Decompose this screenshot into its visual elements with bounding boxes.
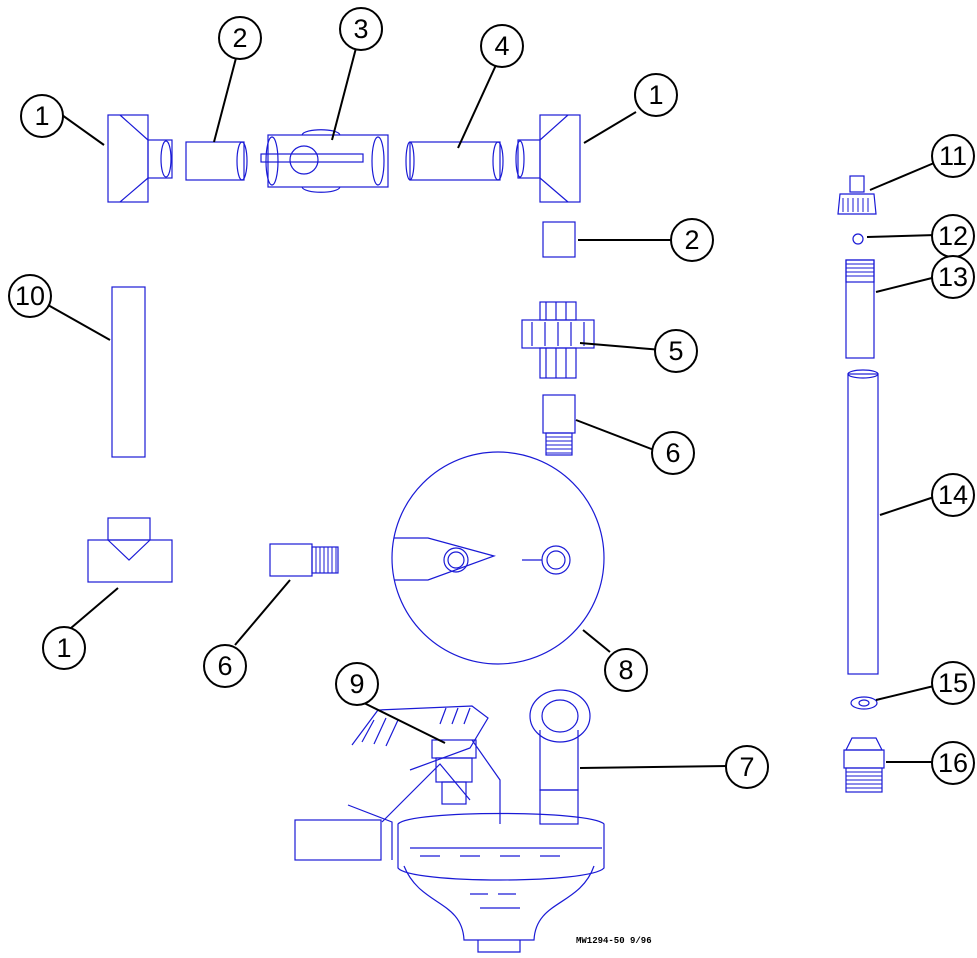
callout-6-bottom: 6 bbox=[203, 644, 247, 688]
callout-4: 4 bbox=[480, 24, 524, 68]
callout-13: 13 bbox=[931, 255, 975, 299]
svg-text:3: 3 bbox=[353, 14, 368, 44]
svg-text:6: 6 bbox=[665, 438, 680, 468]
callout-1-bottom-left: 1 bbox=[42, 626, 86, 670]
callout-15: 15 bbox=[931, 661, 975, 705]
leader-lines bbox=[47, 47, 946, 769]
injector-body bbox=[294, 705, 605, 953]
ball bbox=[852, 233, 864, 245]
ball-valve bbox=[260, 129, 389, 193]
coupling-right bbox=[542, 221, 576, 258]
callout-1-top-right: 1 bbox=[634, 73, 678, 117]
dip-tube bbox=[847, 369, 879, 675]
callout-12: 12 bbox=[931, 214, 975, 258]
male-adapter-bottom bbox=[269, 543, 339, 577]
callout-11: 11 bbox=[931, 134, 975, 178]
bushing bbox=[845, 259, 875, 359]
svg-text:9: 9 bbox=[349, 669, 364, 699]
callout-2-top: 2 bbox=[218, 16, 262, 60]
callout-10: 10 bbox=[8, 274, 52, 318]
callout-7: 7 bbox=[725, 745, 769, 789]
svg-text:14: 14 bbox=[938, 480, 968, 510]
coupling-top bbox=[185, 141, 248, 181]
tank-lid bbox=[391, 451, 605, 665]
svg-text:12: 12 bbox=[938, 221, 968, 251]
cap bbox=[837, 175, 877, 215]
svg-text:6: 6 bbox=[217, 651, 232, 681]
svg-text:1: 1 bbox=[648, 80, 663, 110]
male-adapter-right bbox=[542, 394, 576, 456]
svg-text:4: 4 bbox=[494, 31, 509, 61]
svg-text:15: 15 bbox=[938, 668, 968, 698]
svg-text:10: 10 bbox=[15, 281, 45, 311]
svg-text:2: 2 bbox=[684, 225, 699, 255]
callout-16: 16 bbox=[931, 741, 975, 785]
callout-2-right: 2 bbox=[670, 218, 714, 262]
washer bbox=[850, 696, 878, 710]
pipe-left bbox=[111, 286, 146, 458]
svg-text:1: 1 bbox=[34, 101, 49, 131]
svg-text:1: 1 bbox=[56, 633, 71, 663]
callout-14: 14 bbox=[931, 473, 975, 517]
svg-text:7: 7 bbox=[739, 752, 754, 782]
svg-text:5: 5 bbox=[668, 336, 683, 366]
callout-1-top-left: 1 bbox=[20, 94, 64, 138]
svg-text:2: 2 bbox=[232, 23, 247, 53]
callout-5: 5 bbox=[654, 329, 698, 373]
elbow-fitting bbox=[529, 689, 591, 825]
callout-3: 3 bbox=[339, 7, 383, 51]
callout-8: 8 bbox=[604, 648, 648, 692]
callout-6-right: 6 bbox=[651, 431, 695, 475]
drawing-id-label: MW1294-50 9/96 bbox=[576, 936, 652, 946]
union bbox=[521, 301, 595, 379]
svg-text:11: 11 bbox=[939, 141, 967, 171]
threaded-adapter bbox=[843, 737, 885, 793]
pipe-nipple-top bbox=[405, 141, 504, 181]
tee-bottom-left bbox=[87, 517, 173, 583]
tee-top-left bbox=[107, 114, 173, 203]
callout-9: 9 bbox=[335, 662, 379, 706]
tee-top-right bbox=[515, 114, 581, 203]
svg-text:8: 8 bbox=[618, 655, 633, 685]
svg-text:13: 13 bbox=[938, 262, 968, 292]
svg-text:16: 16 bbox=[938, 748, 968, 778]
